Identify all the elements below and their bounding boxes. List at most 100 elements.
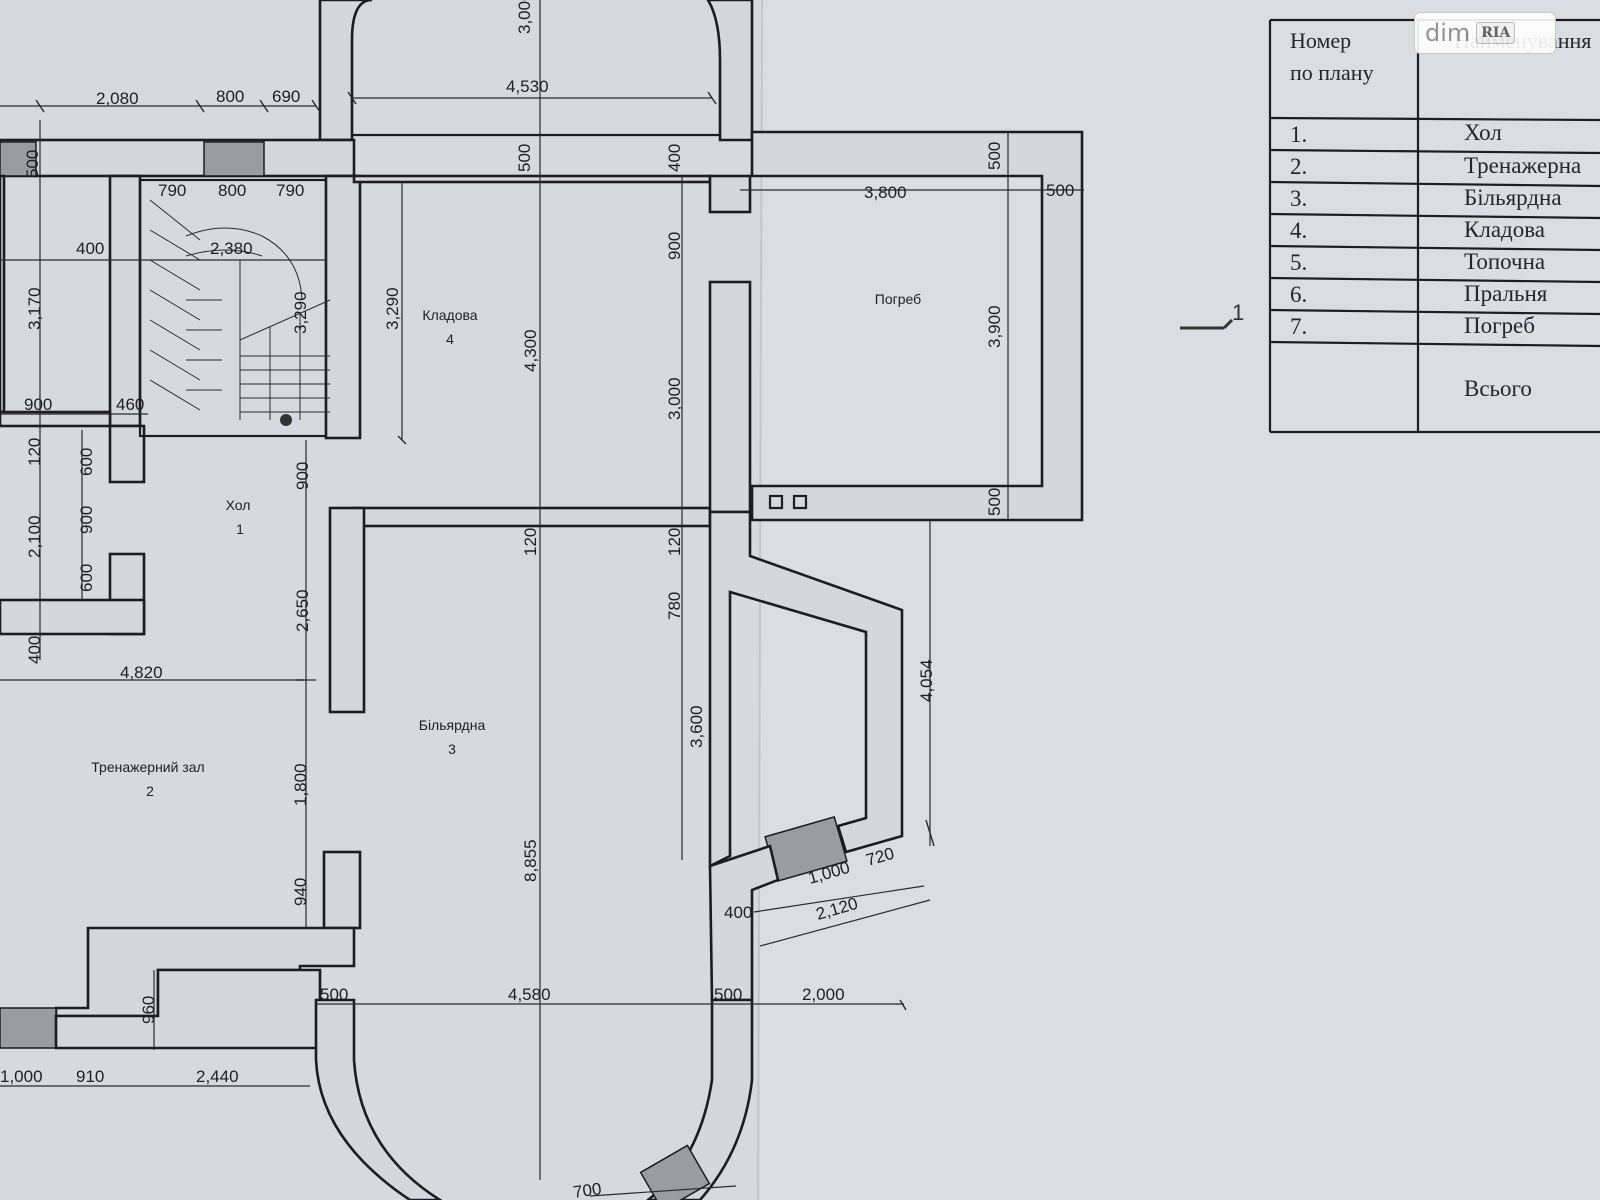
dim-label: 780 (665, 592, 684, 620)
apse-top-right-wall (706, 0, 754, 142)
dim-label: 500 (515, 144, 534, 172)
table-row-num: 6. (1290, 282, 1307, 307)
dim-label: 3,600 (687, 705, 706, 748)
table-row-name: Топочна (1464, 249, 1545, 274)
table-row-name: Пральня (1464, 281, 1548, 306)
left-room-bottom-wall (0, 410, 112, 428)
dim-label: 790 (276, 181, 304, 200)
dim-label: 3,290 (383, 287, 402, 330)
watermark: dim RIA (1414, 12, 1556, 54)
dim-label: 3,000 (665, 377, 684, 420)
window-left (0, 141, 37, 177)
dim-label: 910 (76, 1067, 104, 1086)
dim-label: 4,580 (508, 985, 551, 1004)
dim-label: 2,650 (293, 589, 312, 632)
dim-label: 1,800 (291, 763, 310, 806)
watermark-logo: RIA (1476, 22, 1516, 44)
section-marker: 1 (1180, 300, 1244, 330)
dim-label: 790 (158, 181, 186, 200)
spine-diagonal-wall (708, 510, 904, 869)
table-row-num: 2. (1290, 154, 1307, 179)
dim-label: 500 (714, 985, 742, 1004)
dim-label: 8,855 (521, 839, 540, 882)
dim-label: 120 (25, 438, 44, 466)
dim-label: 900 (665, 232, 684, 260)
dim-label: 400 (25, 636, 44, 664)
upper-wall-band (0, 138, 356, 178)
apse-bottom-right-wall (645, 998, 754, 1200)
dim-label: 1,000 (0, 1067, 43, 1086)
dim-label: 120 (521, 528, 540, 556)
spine-mid-block (708, 280, 752, 514)
dim-label: 3,900 (985, 305, 1004, 348)
dim-label: 940 (291, 878, 310, 906)
paper-right-half (760, 0, 1600, 1200)
dim-label: 3,290 (291, 291, 310, 334)
dim-label: 500 (23, 150, 42, 178)
dim-label: 400 (724, 903, 752, 922)
room-trenazhernyi-number: 2 (146, 783, 154, 799)
dim-label: 900 (293, 462, 312, 490)
left-edge-wall (0, 174, 6, 414)
watermark-text: dim (1425, 19, 1471, 47)
table-header-num-line2: по плану (1290, 60, 1374, 85)
dim-label: 500 (985, 142, 1004, 170)
dim-label: 460 (116, 395, 144, 414)
dim-label: 2,080 (96, 89, 139, 108)
bilyard-left-wall-upper (328, 506, 366, 714)
pogreb-walls (750, 130, 1084, 522)
dimension-ticks (35, 91, 935, 1011)
table-total-label: Всього (1464, 376, 1532, 401)
table-row-num: 3. (1290, 186, 1307, 211)
section-marker-label: 1 (1232, 300, 1244, 325)
table-row-name: Тренажерна (1464, 153, 1581, 178)
dim-label: 400 (76, 239, 104, 258)
apse-top-left-wall (318, 0, 373, 142)
dim-label: 500 (1046, 181, 1074, 200)
table-row-name: Кладова (1464, 217, 1545, 242)
kladova-left-wall (324, 174, 362, 440)
vent-a (768, 494, 784, 510)
dim-label: 4,530 (506, 77, 549, 96)
dim-label: 800 (216, 87, 244, 106)
dim-label: 690 (272, 87, 300, 106)
dimension-texts-vertical: 3,000 500 400 500 500 3,170 3,290 3,290 … (23, 0, 1004, 1024)
dim-label: 4,300 (521, 329, 540, 372)
dim-label: 700 (572, 1179, 603, 1200)
spine-top-block (708, 174, 752, 214)
window-upper-mid (203, 141, 265, 177)
vent-b (792, 494, 808, 510)
dim-label: 4,820 (120, 663, 163, 682)
dim-label: 4,054 (917, 659, 936, 702)
room-bilyardna-name: Більярдна (419, 717, 486, 733)
room-trenazhernyi-name: Тренажерний зал (91, 759, 204, 775)
stair-post (280, 414, 292, 426)
dim-label: 3,170 (25, 287, 44, 330)
left-column-a (108, 424, 146, 484)
table-row-name: Погреб (1464, 313, 1535, 338)
dim-label: 2,100 (25, 515, 44, 558)
room-pogreb-name: Погреб (875, 291, 921, 307)
dim-label: 500 (320, 985, 348, 1004)
room-labels: Хол 1 Кладова 4 Погреб Більярдна 3 Трена… (91, 291, 921, 799)
dim-label: 960 (139, 996, 158, 1024)
dim-label: 900 (77, 506, 96, 534)
table-row-num: 5. (1290, 250, 1307, 275)
window-gym (0, 1007, 57, 1049)
room-bilyardna-number: 3 (448, 741, 456, 757)
dim-label: 3,800 (864, 183, 907, 202)
dim-label: 400 (665, 144, 684, 172)
table-row-num: 1. (1290, 122, 1307, 147)
left-room-right-wall (108, 174, 142, 428)
dim-label: 3,000 (515, 0, 534, 34)
table-row-name: Більярдна (1464, 185, 1562, 210)
dim-label: 2,000 (802, 985, 845, 1004)
bilyard-left-wall-lower (322, 850, 362, 930)
kladova-bottom-wall (352, 506, 712, 528)
dim-label: 500 (985, 488, 1004, 516)
table-row-name: Хол (1464, 120, 1502, 145)
dim-label: 2,440 (196, 1067, 239, 1086)
apse-bottom-left-wall (314, 998, 443, 1200)
table-header-num-line1: Номер (1290, 28, 1351, 53)
